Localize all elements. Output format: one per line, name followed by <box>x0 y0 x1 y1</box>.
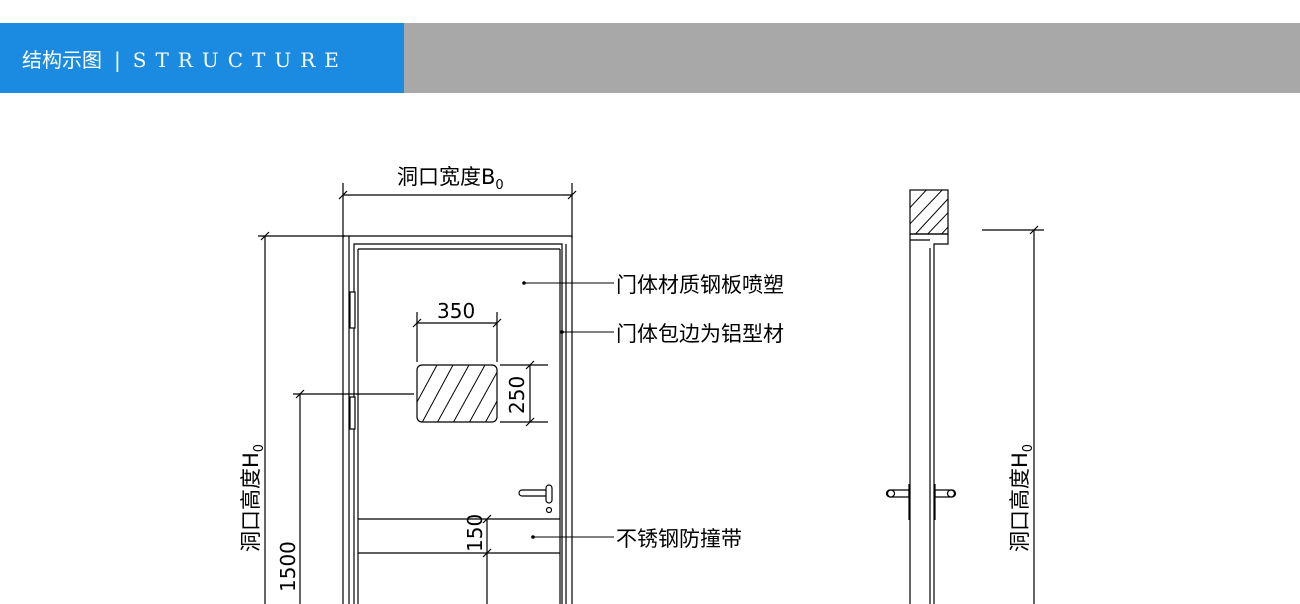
door-handle <box>518 484 553 514</box>
leader-dot <box>560 330 564 334</box>
lower-hinge <box>349 396 356 430</box>
leader-lines <box>524 282 614 538</box>
header-tab: 结构示图 | STRUCTURE <box>0 23 404 93</box>
side-handle <box>885 484 957 520</box>
height-dimension <box>258 231 345 604</box>
vision-window <box>416 364 498 423</box>
front-view <box>258 183 614 604</box>
callout-kickplate: 不锈钢防撞带 <box>616 527 742 551</box>
section-title: 结构示图 | STRUCTURE <box>0 44 348 73</box>
door-frame <box>342 235 573 604</box>
upper-hinge <box>349 291 356 329</box>
frame-profile <box>909 233 949 604</box>
section-title-cn: 结构示图 <box>22 47 102 72</box>
kickplate-height-text: 150 <box>463 514 487 552</box>
window-width-dimension <box>412 312 502 362</box>
width-label: 洞口宽度B0 <box>397 165 504 193</box>
leader-dot <box>531 535 535 539</box>
header-bar: 结构示图 | STRUCTURE <box>0 23 1300 93</box>
wall-section <box>909 189 949 235</box>
callout-door-material: 门体材质钢板喷塑 <box>616 273 784 297</box>
leader-dot <box>522 281 526 285</box>
side-view <box>885 189 1044 604</box>
window-height-dimension <box>500 360 548 427</box>
window-elevation-text: 1500 <box>276 541 300 592</box>
kickplate <box>358 514 560 604</box>
callout-edge-trim: 门体包边为铝型材 <box>616 322 784 346</box>
window-elevation-dimension <box>293 389 414 604</box>
height-label: 洞口高度H0 <box>239 444 267 552</box>
side-height-dimension <box>982 225 1044 604</box>
width-dimension <box>338 183 577 238</box>
window-width-text: 350 <box>437 299 475 323</box>
window-height-text: 250 <box>505 376 529 414</box>
section-title-en: STRUCTURE <box>132 47 348 72</box>
side-height-label: 洞口高度H0 <box>1008 444 1036 552</box>
title-separator: | <box>114 47 121 72</box>
